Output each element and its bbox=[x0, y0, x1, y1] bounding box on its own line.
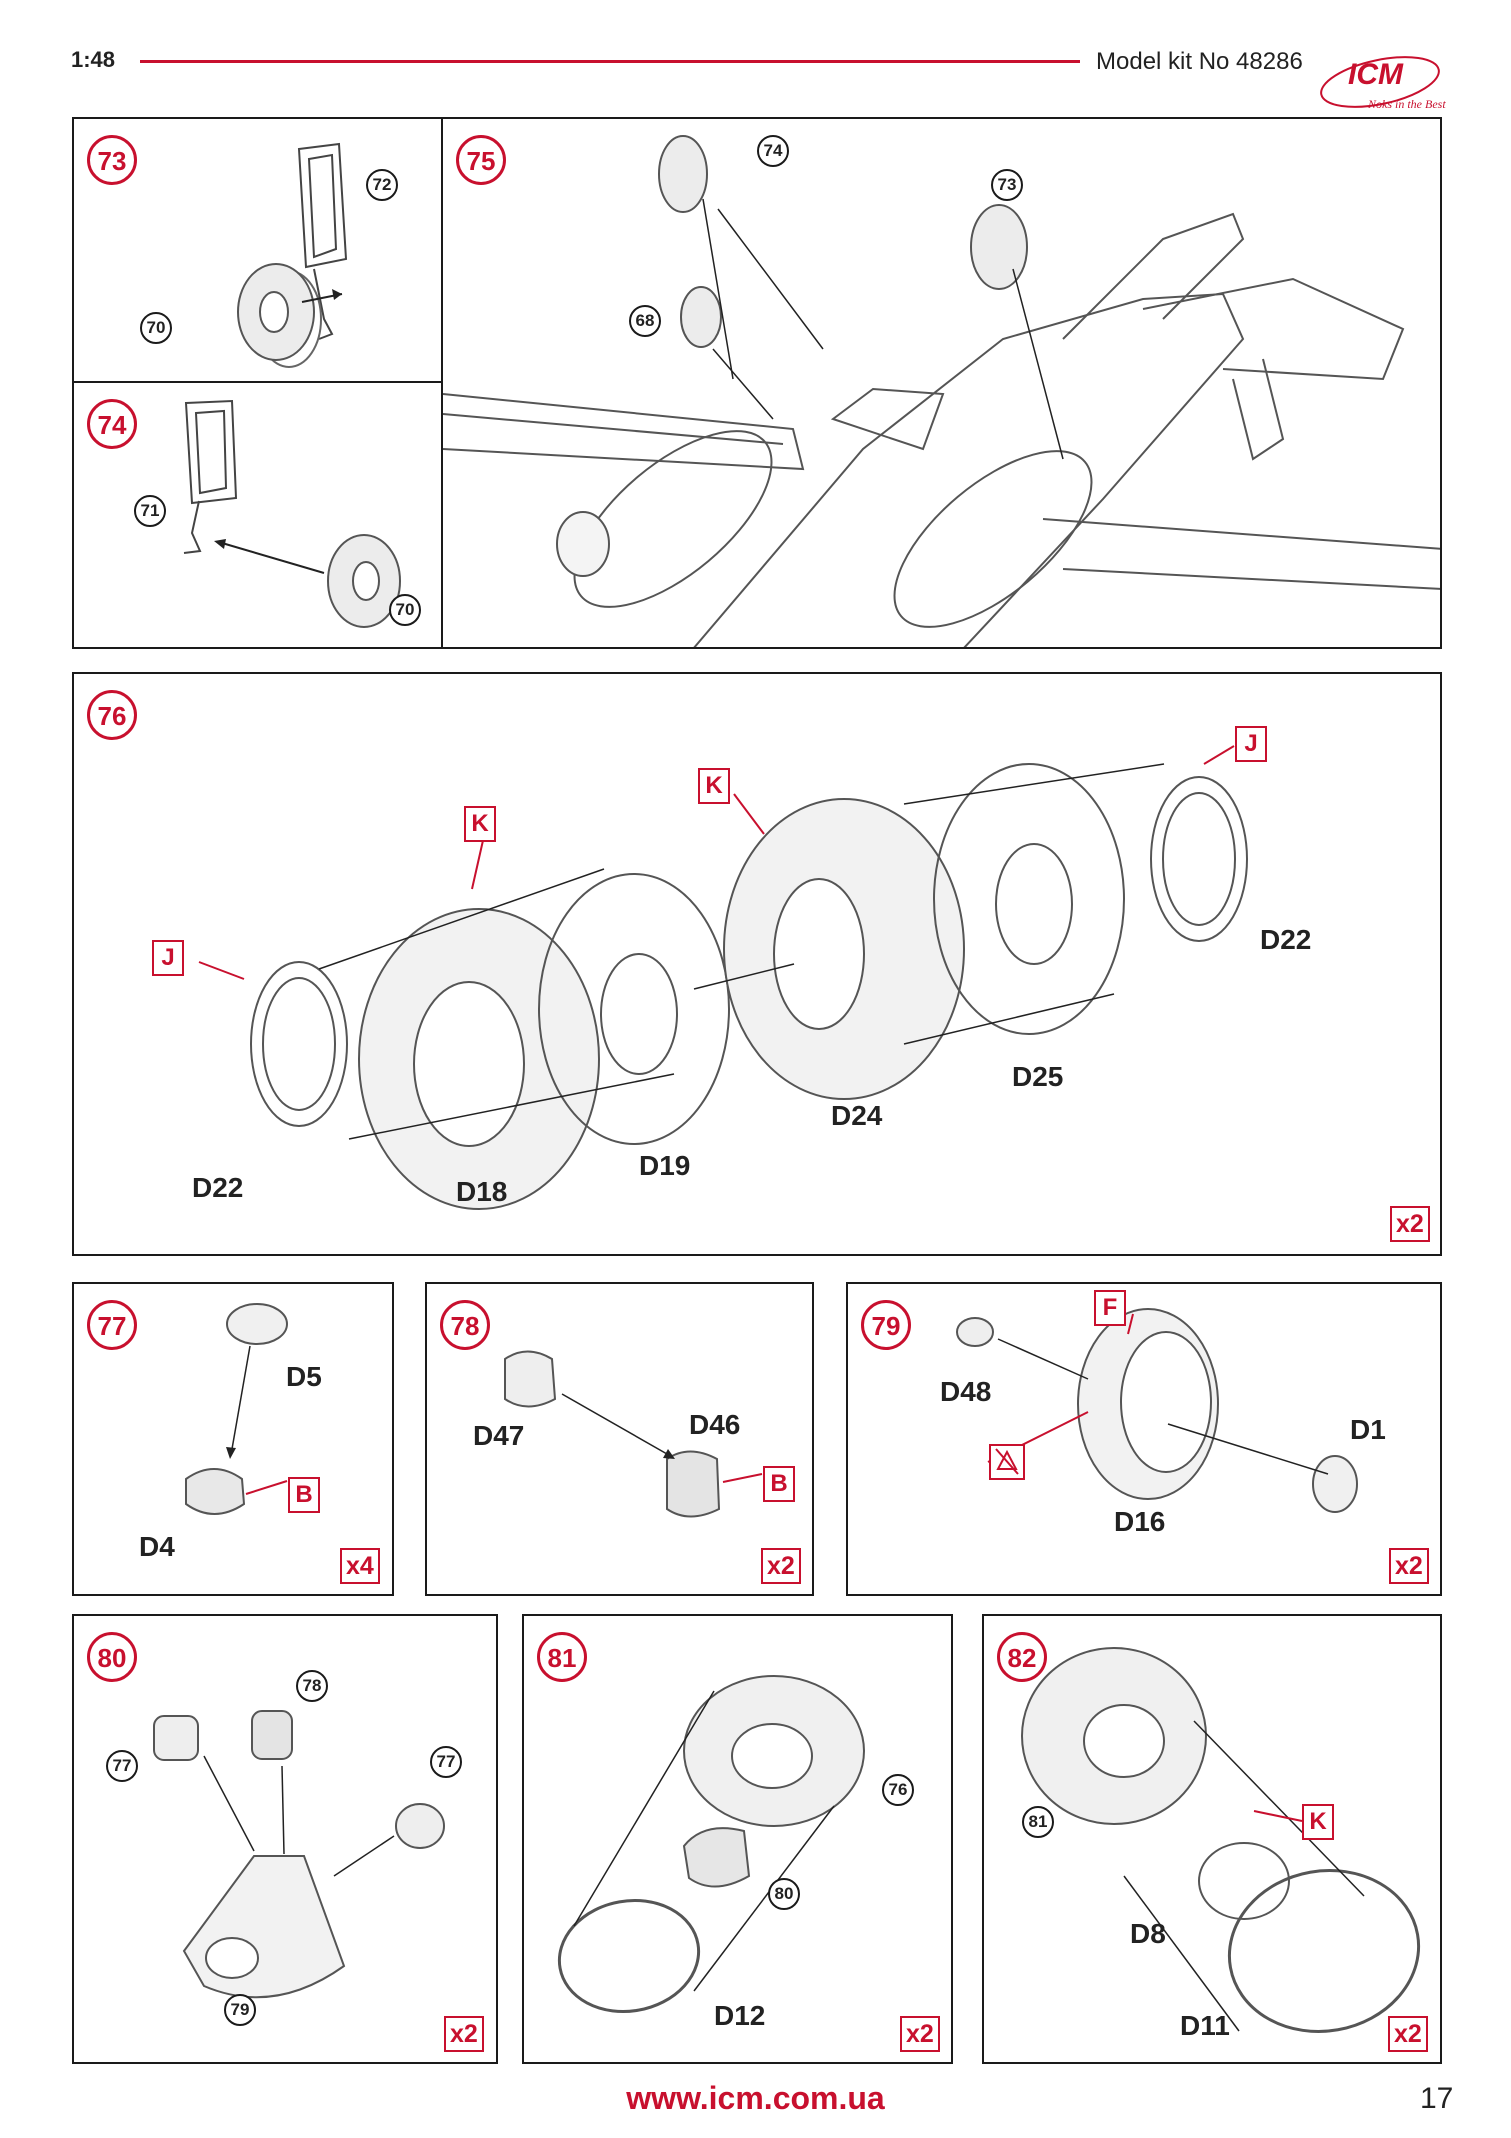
step-number: 79 bbox=[861, 1300, 911, 1350]
logo-tagline: Noks in the Best bbox=[1367, 97, 1446, 111]
part-ref-80: 80 bbox=[768, 1878, 800, 1910]
step-75-panel: 75 74 73 68 bbox=[441, 117, 1442, 649]
step-number: 80 bbox=[87, 1632, 137, 1682]
gearbox-assembly-illustration bbox=[153, 1710, 445, 1999]
part-ref-68: 68 bbox=[629, 305, 661, 337]
part-ref-77-left: 77 bbox=[106, 1750, 138, 1782]
scale-label: 1:48 bbox=[71, 47, 116, 72]
part-label-d19: D19 bbox=[639, 1150, 691, 1181]
part-label-d4: D4 bbox=[139, 1531, 175, 1562]
step-77-panel: 77 D5 D4 B x4 bbox=[72, 1282, 394, 1596]
part-ref-79: 79 bbox=[224, 1994, 256, 2026]
part-label-d11: D11 bbox=[1180, 2010, 1230, 2041]
part-label-d1: D1 bbox=[1350, 1414, 1386, 1445]
step-80-panel: 80 78 77 77 79 x2 bbox=[72, 1614, 498, 2064]
step-79-panel: 79 D48 F D1 D16 x2 bbox=[846, 1282, 1442, 1596]
step-73-panel: 73 72 70 bbox=[72, 117, 443, 383]
aircraft-underside-illustration bbox=[443, 135, 1440, 647]
step-number: 82 bbox=[997, 1632, 1047, 1682]
cylinder-head-illustration bbox=[504, 1350, 763, 1518]
step-74-panel: 74 71 70 bbox=[72, 381, 443, 649]
icm-logo: ICM Noks in the Best bbox=[1320, 56, 1446, 111]
part-label-d22-right: D22 bbox=[1260, 924, 1312, 955]
part-ref-71: 71 bbox=[134, 495, 166, 527]
header-rule bbox=[140, 60, 1080, 63]
part-label-d8: D8 bbox=[1130, 1918, 1166, 1949]
part-ref-72: 72 bbox=[366, 169, 398, 201]
step-82-panel: 82 81 K D8 D11 x2 bbox=[982, 1614, 1442, 2064]
part-label-d12: D12 bbox=[714, 2000, 766, 2031]
multiplier-badge: x2 bbox=[1389, 1548, 1429, 1584]
part-label-d5: D5 bbox=[286, 1361, 322, 1392]
multiplier-badge: x2 bbox=[761, 1548, 801, 1584]
part-letter-J-right: J bbox=[1235, 726, 1267, 762]
part-label-d24: D24 bbox=[831, 1100, 883, 1131]
part-letter-K-left: K bbox=[464, 806, 496, 842]
part-ref-70: 70 bbox=[389, 594, 421, 626]
part-letter-B: B bbox=[288, 1477, 320, 1513]
part-letter-J-left: J bbox=[152, 940, 184, 976]
part-label-d25: D25 bbox=[1012, 1061, 1064, 1092]
part-ref-77-right: 77 bbox=[430, 1746, 462, 1778]
step-number: 75 bbox=[456, 135, 506, 185]
multiplier-badge: x2 bbox=[1388, 2016, 1428, 2052]
kit-number: Model kit No 48286 bbox=[1096, 48, 1303, 75]
engine-cowling-illustration bbox=[1021, 1647, 1421, 2033]
multiplier-badge: x4 bbox=[340, 1548, 380, 1584]
part-ref-76: 76 bbox=[882, 1774, 914, 1806]
part-label-d47: D47 bbox=[473, 1420, 525, 1451]
step-78-panel: 78 D47 D46 B x2 bbox=[425, 1282, 814, 1596]
step-number: 73 bbox=[87, 135, 137, 185]
page-number: 17 bbox=[1420, 2082, 1454, 2115]
landing-gear-illustration bbox=[237, 142, 348, 368]
part-ref-78: 78 bbox=[296, 1670, 328, 1702]
multiplier-badge: x2 bbox=[444, 2016, 484, 2052]
step-number: 77 bbox=[87, 1300, 137, 1350]
part-ref-74: 74 bbox=[757, 135, 789, 167]
logo-brand: ICM bbox=[1348, 58, 1404, 91]
step-number: 81 bbox=[537, 1632, 587, 1682]
crankcase-illustration bbox=[956, 1308, 1358, 1513]
part-letter-F: F bbox=[1094, 1290, 1126, 1326]
part-label-d18: D18 bbox=[456, 1176, 508, 1207]
part-ref-81: 81 bbox=[1022, 1806, 1054, 1838]
step-number: 76 bbox=[87, 690, 137, 740]
part-ref-73: 73 bbox=[991, 169, 1023, 201]
part-label-d46: D46 bbox=[689, 1409, 741, 1440]
part-label-d48: D48 bbox=[940, 1376, 992, 1407]
cylinder-head-illustration bbox=[185, 1303, 288, 1515]
part-letter-K-right: K bbox=[698, 768, 730, 804]
website-link[interactable]: www.icm.com.ua bbox=[626, 2080, 885, 2116]
engine-exploded-illustration bbox=[198, 745, 1248, 1210]
part-label-d22-left: D22 bbox=[192, 1172, 244, 1203]
part-letter-K: K bbox=[1302, 1804, 1334, 1840]
part-ref-70: 70 bbox=[140, 312, 172, 344]
part-label-d16: D16 bbox=[1114, 1506, 1166, 1537]
engine-ring-illustration bbox=[557, 1675, 865, 2014]
landing-gear-illustration bbox=[183, 399, 401, 628]
step-76-panel: 76 J K K J D22 D22 D18 D19 D24 D25 x2 bbox=[72, 672, 1442, 1256]
multiplier-badge: x2 bbox=[1390, 1206, 1430, 1242]
step-number: 74 bbox=[87, 399, 137, 449]
part-letter-B: B bbox=[763, 1466, 795, 1502]
step-number: 78 bbox=[440, 1300, 490, 1350]
multiplier-badge: x2 bbox=[900, 2016, 940, 2052]
step-81-panel: 81 76 80 D12 x2 bbox=[522, 1614, 953, 2064]
